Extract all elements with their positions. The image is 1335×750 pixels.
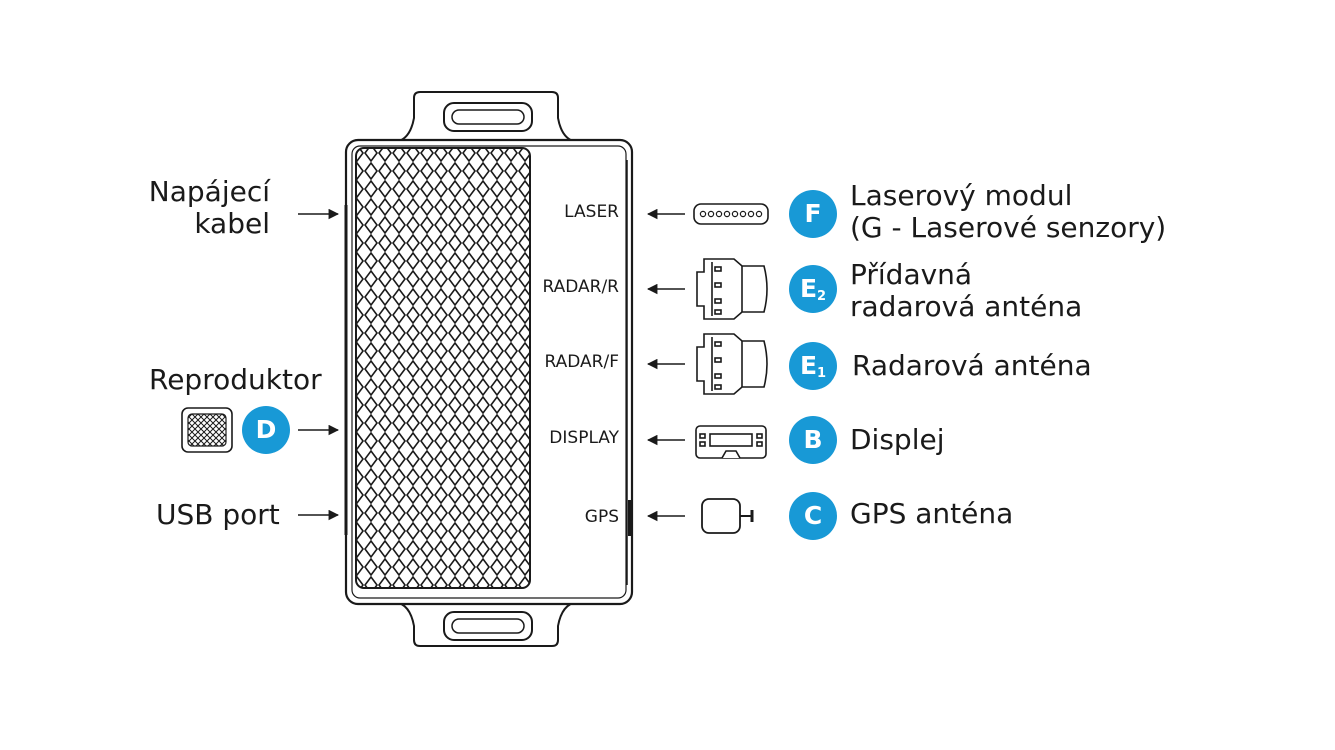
usb-port-label: USB port xyxy=(156,498,280,531)
component-label-laser-module-line-1: Laserový modul xyxy=(850,179,1073,212)
component-badge-c: C xyxy=(789,492,837,540)
component-badge-e1-sub: 1 xyxy=(817,366,827,381)
component-badge-f: F xyxy=(789,190,837,238)
component-label-additional-radar-line-2: radarová anténa xyxy=(850,290,1083,323)
display-icon xyxy=(695,425,767,459)
additional-radar-antenna-icon xyxy=(696,258,768,320)
gps-antenna-icon xyxy=(701,498,754,534)
port-label-display: DISPLAY xyxy=(549,428,619,448)
component-badge-e2: E2 xyxy=(789,265,837,313)
port-label-radar-r: RADAR/R xyxy=(542,277,619,297)
component-label-laser-module-line-2: (G - Laserové senzory) xyxy=(850,211,1167,244)
laser-module-icon xyxy=(693,203,769,225)
component-badge-e2-letter: E xyxy=(799,274,818,303)
speaker-icon xyxy=(181,407,233,453)
speaker-label: Reproduktor xyxy=(149,363,322,396)
component-label-laser-module: Laserový modul (G - Laserové senzory) xyxy=(850,180,1166,244)
device-body xyxy=(344,138,634,606)
top-mounting-tab xyxy=(394,91,578,143)
speaker-grille xyxy=(355,147,531,589)
component-label-display: Displej xyxy=(850,423,945,456)
port-label-laser: LASER xyxy=(564,202,619,222)
bottom-mounting-tab xyxy=(394,601,578,647)
port-label-radar-f: RADAR/F xyxy=(544,352,620,372)
component-badge-b-letter: B xyxy=(803,425,823,454)
component-badge-e2-sub: 2 xyxy=(817,289,827,304)
power-cable-label-line-1: Napájecí xyxy=(148,175,270,208)
gps-connector xyxy=(628,500,632,536)
power-cable-label-line-2: kabel xyxy=(194,207,270,240)
component-badge-c-letter: C xyxy=(803,501,823,530)
component-label-radar-antenna: Radarová anténa xyxy=(852,349,1092,382)
component-label-additional-radar: Přídavná radarová anténa xyxy=(850,259,1082,323)
component-badge-e1-letter: E xyxy=(799,351,818,380)
speaker-badge: D xyxy=(242,406,290,454)
radar-antenna-icon xyxy=(696,333,768,395)
component-badge-e1: E1 xyxy=(789,342,837,390)
component-badge-b: B xyxy=(789,416,837,464)
port-label-gps: GPS xyxy=(584,507,619,527)
component-label-gps-antenna: GPS anténa xyxy=(850,497,1014,530)
component-badge-f-letter: F xyxy=(804,199,822,228)
power-cable-label: Napájecí kabel xyxy=(144,176,270,240)
component-label-additional-radar-line-1: Přídavná xyxy=(850,258,973,291)
